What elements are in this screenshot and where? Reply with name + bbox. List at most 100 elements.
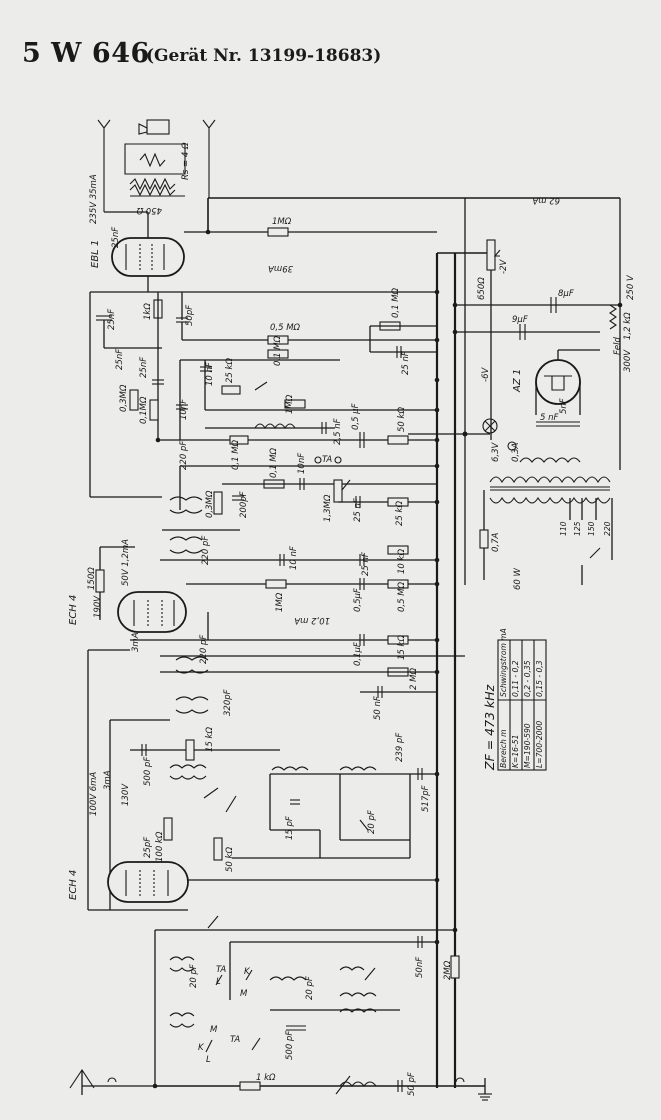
r-01m-c-label: 0,1 MΩ bbox=[273, 335, 283, 366]
r-05m-label: 0,5 MΩ bbox=[270, 323, 301, 333]
r-10k-label: 10 kΩ bbox=[397, 549, 407, 574]
r-50k-a-label: 50 kΩ bbox=[397, 407, 407, 432]
r-2m-label: 2 MΩ bbox=[409, 668, 419, 690]
r-05m-b-label: 0,5 MΩ bbox=[397, 581, 407, 612]
neg-2v-label: -2V bbox=[499, 259, 509, 274]
r-03m-label: 0,3MΩ bbox=[119, 384, 129, 412]
cap-8u-label: 8µF bbox=[558, 289, 574, 299]
r-01m-e-label: 0,1 MΩ bbox=[269, 447, 279, 478]
cap-10-nf-label: 10 nF bbox=[289, 546, 299, 570]
tap-150-label: 150 bbox=[587, 521, 596, 536]
r-01m-a-label: 0,1 MΩ bbox=[391, 287, 401, 318]
feld-resistor-label: 1,2 kΩ bbox=[623, 312, 633, 340]
r-1m-mid-label: 1MΩ bbox=[285, 394, 295, 414]
cap-25nf-b-label: 25nF bbox=[115, 349, 125, 370]
ech4-current-label: 50V 1,2mA bbox=[121, 539, 131, 586]
voice-coil-label: Rs = 4 Ω bbox=[181, 142, 191, 180]
ech4-upper-tube: 150Ω 190V ECH 4 50V 1,2mA 3mA 1MΩ 0,5µF … bbox=[68, 539, 465, 910]
table-cell: K=16-51 bbox=[511, 735, 520, 768]
r-1m-c-label: 1MΩ bbox=[275, 592, 285, 612]
band-table: Bereich m Schwingstrom mA K=16-51 0,11 -… bbox=[497, 628, 547, 771]
cap-239-label: 239 pF bbox=[395, 733, 405, 762]
switch-l-label: L bbox=[216, 977, 221, 987]
speaker-section: Rs = 4 Ω 450 Ω bbox=[97, 119, 216, 215]
az1-label: AZ 1 bbox=[512, 369, 523, 393]
cap-220-c-label: 220 pF bbox=[199, 635, 209, 664]
v250-label: 250 V bbox=[626, 274, 636, 300]
switch-m-label: M bbox=[240, 989, 248, 999]
cap-10nf-c-label: 10nF bbox=[297, 453, 307, 474]
r-15k-a-label: 15 kΩ bbox=[397, 635, 407, 660]
fuse-icon bbox=[479, 529, 489, 549]
r-150-label: 150Ω bbox=[87, 567, 97, 590]
lamp-current-label: 0,3A bbox=[511, 442, 521, 462]
cap-25nf-c-label: 25nF bbox=[139, 357, 149, 378]
neg-6v-label: -6V bbox=[481, 367, 491, 382]
r-25k-a-label: 25 kΩ bbox=[225, 358, 235, 383]
switch2-m-label: M bbox=[210, 1025, 218, 1035]
r-1k-label: 1kΩ bbox=[143, 303, 153, 320]
speaker-cone-icon bbox=[138, 123, 148, 135]
cap-25nf-g-label: 25 nF bbox=[361, 552, 371, 576]
cap-10nf-a-label: 10nF bbox=[179, 399, 189, 420]
cap-50pf-b-label: 50 pF bbox=[407, 1072, 417, 1096]
table-header-current: Schwingstrom mA bbox=[499, 628, 508, 697]
r-50k-b-label: 50 kΩ bbox=[225, 847, 235, 872]
cap-25nf-a-label: 25nF bbox=[107, 309, 117, 330]
table-header-band: Bereich m bbox=[499, 729, 508, 768]
audio-section: 25nF 25nF 1kΩ 50pF 0,5 MΩ 0,1 MΩ 25 nF 0… bbox=[89, 287, 490, 498]
table-cell: 0,11 - 0,2 bbox=[511, 660, 520, 697]
cap-25pf-label: 25pF bbox=[143, 837, 153, 858]
cap-320pf-label: 320pF bbox=[223, 689, 233, 716]
junction-dots bbox=[152, 229, 623, 1089]
switch-k-label: K bbox=[244, 967, 251, 977]
fuse-label: 0,7A bbox=[491, 532, 501, 552]
v130-label: 130V bbox=[121, 783, 131, 806]
tap-220-label: 220 bbox=[603, 521, 612, 536]
cap-50pf-label: 50pF bbox=[185, 305, 195, 326]
ebl1-voltage-label: 235V 35mA bbox=[89, 174, 99, 224]
cap-500pf-b-label: 500 pF bbox=[285, 1031, 295, 1060]
ech4-lower-tube: 100V 6mA 3mA 130V 15 kΩ 500 pF 100 kΩ 25… bbox=[68, 719, 437, 911]
cap-25nf-f-label: 25 nF bbox=[353, 498, 363, 522]
r-25k-b-label: 25 kΩ bbox=[395, 501, 405, 526]
r-2m-b-label: 2MΩ bbox=[443, 960, 453, 980]
cap-25nf-d-label: 25 nF bbox=[401, 351, 411, 375]
lamp-voltage-label: 6,3V bbox=[491, 441, 501, 462]
r-03m-b-label: 0,3MΩ bbox=[205, 490, 215, 518]
current-102-label: 10,2 mA bbox=[294, 615, 330, 625]
r-1m-top-label: 1MΩ bbox=[272, 217, 292, 227]
cap-200pf-label: 200pF bbox=[239, 491, 249, 518]
cap-50nf-a-label: 50 nF bbox=[373, 696, 383, 720]
dial-lamp-icon bbox=[482, 418, 498, 434]
ech4b-current-label: 100V 6mA bbox=[89, 772, 99, 816]
ma3-a-label: 3mA bbox=[131, 632, 141, 652]
ebl1-tube: EBL 1 235V 35mA 25nF 39mA 62 mA bbox=[89, 174, 560, 292]
feld-label: Feld bbox=[613, 337, 623, 355]
cap-220-b-label: 220 pF bbox=[201, 536, 211, 565]
power-supply: 1MΩ 650Ω -2V 8µF 9µF 250 V Feld 1,2 kΩ 3… bbox=[184, 217, 636, 590]
hum-resistor-label: 450 Ω bbox=[136, 205, 162, 215]
table-cell: L=700-2000 bbox=[535, 721, 544, 768]
r-100k-label: 100 kΩ bbox=[155, 831, 165, 862]
ech4-upper-label: ECH 4 bbox=[68, 595, 79, 625]
tap-110-label: 110 bbox=[559, 521, 568, 536]
v300-label: 300V bbox=[623, 349, 633, 372]
cap-05u-label: 0,5 µF bbox=[351, 403, 361, 430]
cap-10nf-b-label: 10 nF bbox=[205, 362, 215, 386]
input-section: 20 pF TA L M K 20 pF 50nF 2MΩ M K TA L bbox=[69, 915, 492, 1101]
ebl1-label: EBL 1 bbox=[90, 240, 101, 268]
switch-ta-label: TA bbox=[216, 965, 226, 975]
r-15k-b-label: 15 kΩ bbox=[205, 727, 215, 752]
model-title: 5 W 646 bbox=[22, 38, 150, 69]
cap-220-a-label: 220 pF bbox=[179, 441, 189, 470]
r-01m-d-label: 0,1 MΩ bbox=[231, 439, 241, 470]
az1-tube bbox=[535, 359, 581, 405]
cap-5nf-a-label: 5 nF bbox=[540, 413, 558, 423]
v190-label: 190V bbox=[93, 595, 103, 618]
cap-25nf-e-label: 2,5 nF bbox=[333, 418, 343, 445]
watts-label: 60 W bbox=[513, 567, 523, 590]
cap-517pf-label: 517pF bbox=[421, 785, 431, 812]
ebl1-current-label: 39mA bbox=[268, 263, 293, 273]
r-13m-label: 1,3MΩ bbox=[323, 494, 333, 522]
